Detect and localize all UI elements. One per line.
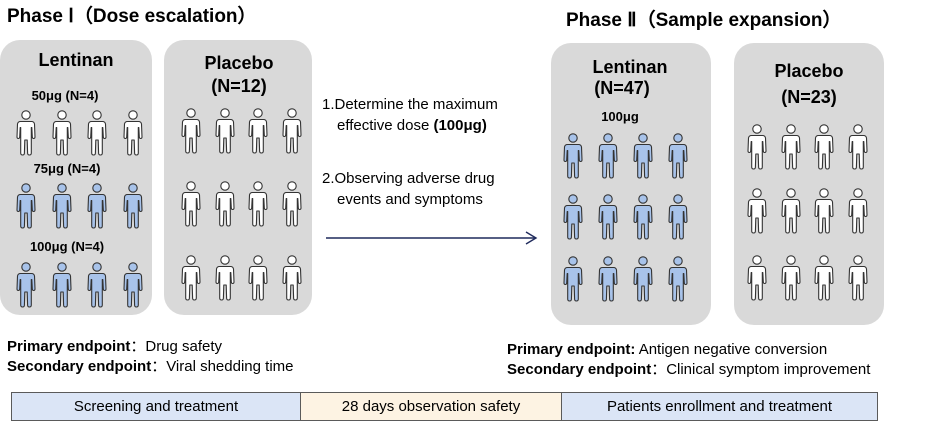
dose-75-group (16, 183, 143, 229)
person-icon (668, 256, 688, 302)
note-line-3: 2.Observing adverse drug (322, 170, 495, 187)
timeline-screening: Screening and treatment (11, 392, 301, 421)
phase2-placebo-row (747, 188, 868, 234)
phase2-secondary-endpoint: Secondary endpoint：Clinical symptom impr… (507, 360, 870, 379)
person-icon (52, 262, 72, 308)
timeline-enrollment: Patients enrollment and treatment (561, 392, 878, 421)
phase1-placebo-row (181, 181, 302, 227)
phase1-primary-endpoint: Primary endpoint：Drug safety (7, 337, 222, 356)
phase2-primary-value: Antigen negative conversion (635, 341, 828, 358)
phase2-lentinan-n: (N=47) (594, 78, 650, 98)
person-icon (282, 255, 302, 301)
person-icon (123, 110, 143, 156)
phase1-placebo-panel: Placebo (N=12) (164, 40, 312, 315)
person-icon (215, 181, 235, 227)
person-icon (633, 133, 653, 179)
phase2-placebo-row (747, 255, 868, 301)
dose-100-group (16, 262, 143, 308)
dose-50-group (16, 110, 143, 156)
phase2-lentinan-row (563, 133, 688, 179)
dose-100-label: 100μg (N=4) (29, 239, 105, 254)
person-icon (87, 262, 107, 308)
dose-75-label: 75μg (N=4) (33, 161, 101, 176)
person-icon (52, 110, 72, 156)
phase1-secondary-endpoint: Secondary endpoint：Viral shedding time (7, 357, 293, 376)
note-line-2: effective dose (100μg) (337, 115, 487, 136)
phase2-lentinan-row (563, 256, 688, 302)
person-icon (563, 256, 583, 302)
phase2-placebo-n: (N=23) (781, 87, 837, 107)
person-icon (814, 255, 834, 301)
phase1-placebo-title: Placebo (204, 53, 274, 73)
person-icon (123, 183, 143, 229)
note-line-2-bold: (100μg) (433, 117, 487, 134)
person-icon (781, 124, 801, 170)
person-icon (181, 108, 201, 154)
person-icon (598, 133, 618, 179)
person-icon (215, 108, 235, 154)
phase1-title: Phase Ⅰ（Dose escalation） (7, 6, 257, 27)
person-icon (668, 133, 688, 179)
person-icon (248, 181, 268, 227)
person-icon (248, 108, 268, 154)
note-line-1: 1.Determine the maximum (322, 96, 498, 113)
phase2-placebo-row (747, 124, 868, 170)
phase2-placebo-title: Placebo (774, 61, 844, 81)
person-icon (633, 256, 653, 302)
person-icon (598, 194, 618, 240)
person-icon (248, 255, 268, 301)
person-icon (16, 262, 36, 308)
phase2-dose-label: 100μg (601, 109, 639, 124)
person-icon (668, 194, 688, 240)
person-icon (123, 262, 143, 308)
person-icon (215, 255, 235, 301)
phase1-primary-value: ：Drug safety (130, 338, 223, 355)
person-icon (747, 124, 767, 170)
person-icon (87, 110, 107, 156)
phase1-lentinan-title: Lentinan (38, 50, 114, 70)
person-icon (598, 256, 618, 302)
person-icon (848, 255, 868, 301)
dose-50-label: 50μg (N=4) (31, 88, 99, 103)
person-icon (747, 255, 767, 301)
timeline-observation: 28 days observation safety (300, 392, 562, 421)
phase2-placebo-panel: Placebo (N=23) (734, 43, 884, 325)
person-icon (848, 188, 868, 234)
phase2-secondary-value: ：Clinical symptom improvement (651, 361, 871, 378)
person-icon (181, 255, 201, 301)
phase1-primary-label: Primary endpoint (7, 338, 131, 355)
phase2-primary-label: Primary endpoint: (507, 341, 636, 358)
person-icon (848, 124, 868, 170)
note-line-4: events and symptoms (337, 191, 483, 208)
phase2-title: Phase Ⅱ（Sample expansion） (566, 10, 842, 31)
phase2-lentinan-title: Lentinan (592, 57, 668, 77)
person-icon (282, 181, 302, 227)
person-icon (781, 255, 801, 301)
person-icon (563, 133, 583, 179)
person-icon (563, 194, 583, 240)
phase1-secondary-value: ：Viral shedding time (151, 358, 294, 375)
phase2-primary-endpoint: Primary endpoint: Antigen negative conve… (507, 340, 827, 359)
phase1-placebo-n: (N=12) (211, 76, 267, 96)
person-icon (87, 183, 107, 229)
arrow-right-icon (326, 231, 538, 245)
person-icon (747, 188, 767, 234)
person-icon (814, 124, 834, 170)
person-icon (781, 188, 801, 234)
phase1-placebo-row (181, 108, 302, 154)
phase2-lentinan-panel: Lentinan (N=47) 100μg (551, 43, 711, 325)
person-icon (633, 194, 653, 240)
phase2-lentinan-row (563, 194, 688, 240)
person-icon (16, 183, 36, 229)
person-icon (282, 108, 302, 154)
person-icon (181, 181, 201, 227)
person-icon (16, 110, 36, 156)
phase1-lentinan-panel: Lentinan 50μg (N=4) 75μg (N=4) 100μg (N=… (0, 40, 152, 315)
phase1-secondary-label: Secondary endpoint (7, 358, 152, 375)
note-line-2-text: effective dose (337, 117, 434, 134)
phase2-secondary-label: Secondary endpoint (507, 361, 652, 378)
phase1-placebo-row (181, 255, 302, 301)
person-icon (52, 183, 72, 229)
person-icon (814, 188, 834, 234)
